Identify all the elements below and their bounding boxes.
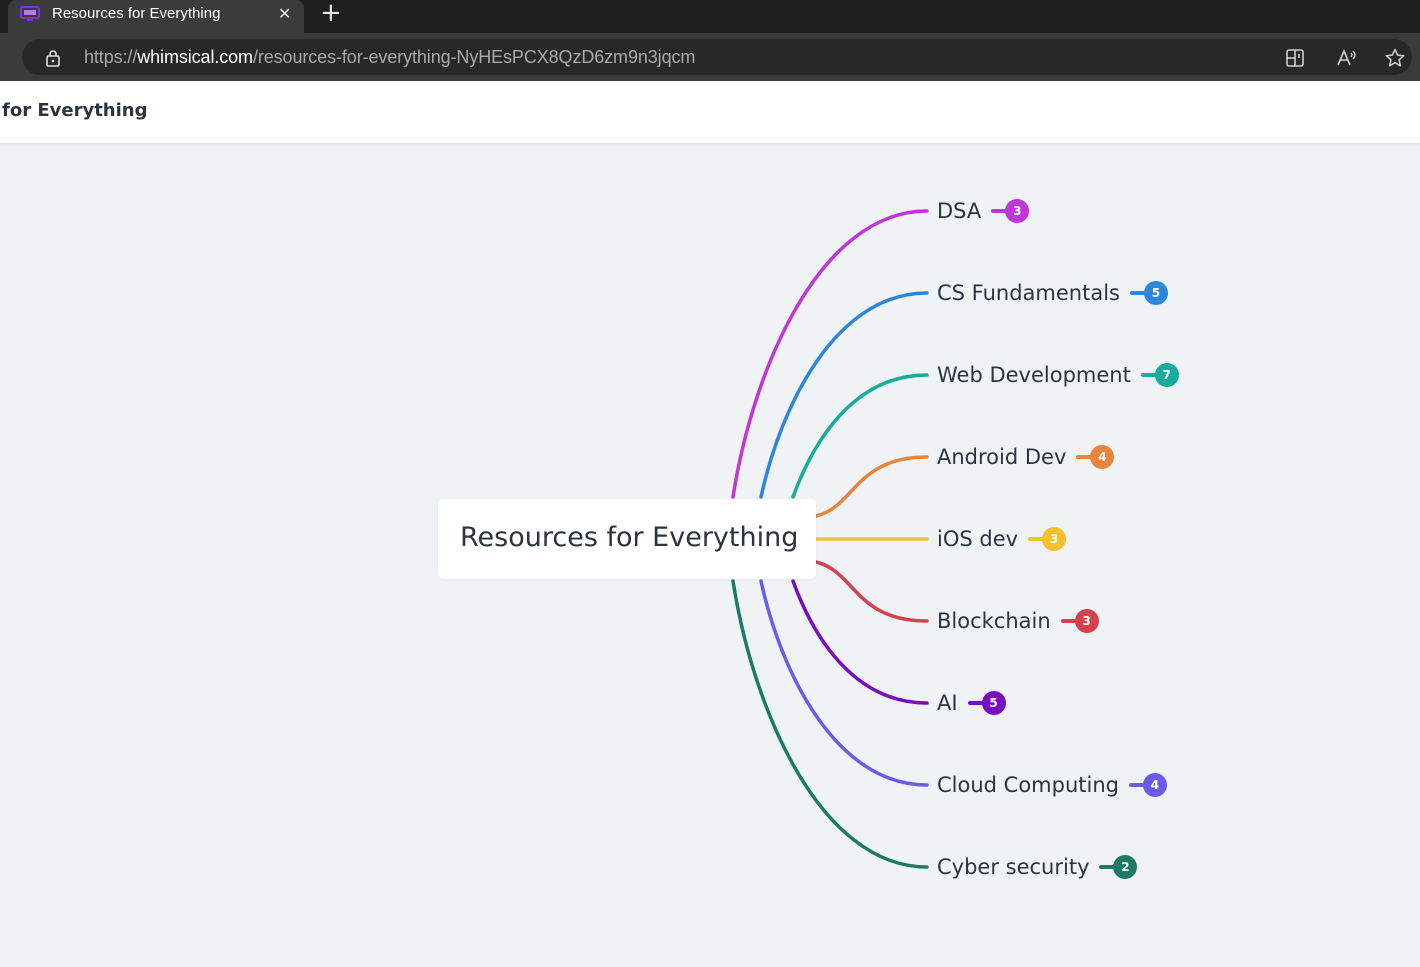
badge-connector bbox=[1129, 291, 1146, 295]
url-path: /resources-for-everything-NyHEsPCX8QzD6z… bbox=[252, 47, 696, 67]
read-aloud-icon[interactable] bbox=[1335, 47, 1357, 69]
branch-node-label[interactable]: Web Development bbox=[937, 363, 1131, 387]
child-count-badge[interactable]: 5 bbox=[1143, 281, 1168, 305]
badge-connector bbox=[1028, 537, 1045, 541]
branch-connector bbox=[814, 560, 929, 623]
child-count-badge[interactable]: 3 bbox=[1042, 527, 1067, 551]
branch-connector bbox=[759, 291, 929, 499]
branch-connector bbox=[759, 579, 929, 787]
lock-icon[interactable] bbox=[44, 49, 62, 67]
url-text[interactable]: https://whimsical.com/resources-for-ever… bbox=[84, 47, 695, 68]
child-count-badge[interactable]: 4 bbox=[1142, 773, 1167, 797]
child-count-badge[interactable]: 2 bbox=[1113, 855, 1138, 879]
badge-connector bbox=[967, 701, 984, 705]
tab-title: Resources for Everything bbox=[52, 5, 221, 22]
branch-node-label[interactable]: AI bbox=[937, 691, 958, 715]
board-title[interactable]: for Everything bbox=[2, 100, 148, 121]
branch-node-label[interactable]: DSA bbox=[937, 199, 982, 223]
browser-tab[interactable]: Resources for Everything ✕ bbox=[8, 0, 304, 33]
branch-connector bbox=[731, 579, 929, 869]
branch-connector bbox=[814, 455, 929, 518]
browser-tab-bar: Resources for Everything ✕ + bbox=[0, 0, 1420, 33]
close-tab-icon[interactable]: ✕ bbox=[278, 4, 292, 23]
badge-connector bbox=[1099, 865, 1116, 869]
badge-connector bbox=[991, 209, 1008, 213]
root-node[interactable]: Resources for Everything bbox=[438, 499, 816, 579]
branch-connector bbox=[731, 209, 929, 499]
whimsical-favicon-icon bbox=[20, 6, 40, 21]
child-count-badge[interactable]: 3 bbox=[1005, 199, 1030, 223]
badge-connector bbox=[1060, 619, 1077, 623]
url-host: whimsical.com bbox=[137, 47, 253, 67]
branch-node-label[interactable]: Blockchain bbox=[937, 609, 1051, 633]
app-header: for Everything bbox=[0, 81, 1420, 144]
url-scheme: https:// bbox=[84, 47, 138, 67]
child-count-badge[interactable]: 5 bbox=[981, 691, 1006, 715]
badge-connector bbox=[1128, 783, 1145, 787]
badge-connector bbox=[1140, 373, 1157, 377]
branch-node-label[interactable]: iOS dev bbox=[937, 527, 1019, 551]
branch-node-label[interactable]: Cloud Computing bbox=[937, 773, 1119, 797]
branch-connector bbox=[791, 579, 929, 705]
favorite-star-icon[interactable] bbox=[1384, 47, 1406, 69]
branch-node-label[interactable]: Cyber security bbox=[937, 855, 1090, 879]
child-count-badge[interactable]: 7 bbox=[1154, 363, 1179, 387]
branch-connector bbox=[791, 373, 929, 499]
url-field[interactable]: https://whimsical.com/resources-for-ever… bbox=[22, 39, 1412, 75]
child-count-badge[interactable]: 3 bbox=[1074, 609, 1099, 633]
branch-node-label[interactable]: Android Dev bbox=[937, 445, 1067, 469]
branch-node-label[interactable]: CS Fundamentals bbox=[937, 281, 1120, 305]
split-screen-icon[interactable] bbox=[1284, 47, 1306, 69]
child-count-badge[interactable]: 4 bbox=[1090, 445, 1115, 469]
address-bar: https://whimsical.com/resources-for-ever… bbox=[0, 33, 1420, 81]
root-node-label: Resources for Everything bbox=[460, 522, 799, 553]
new-tab-button[interactable]: + bbox=[320, 0, 342, 28]
badge-connector bbox=[1076, 455, 1093, 459]
